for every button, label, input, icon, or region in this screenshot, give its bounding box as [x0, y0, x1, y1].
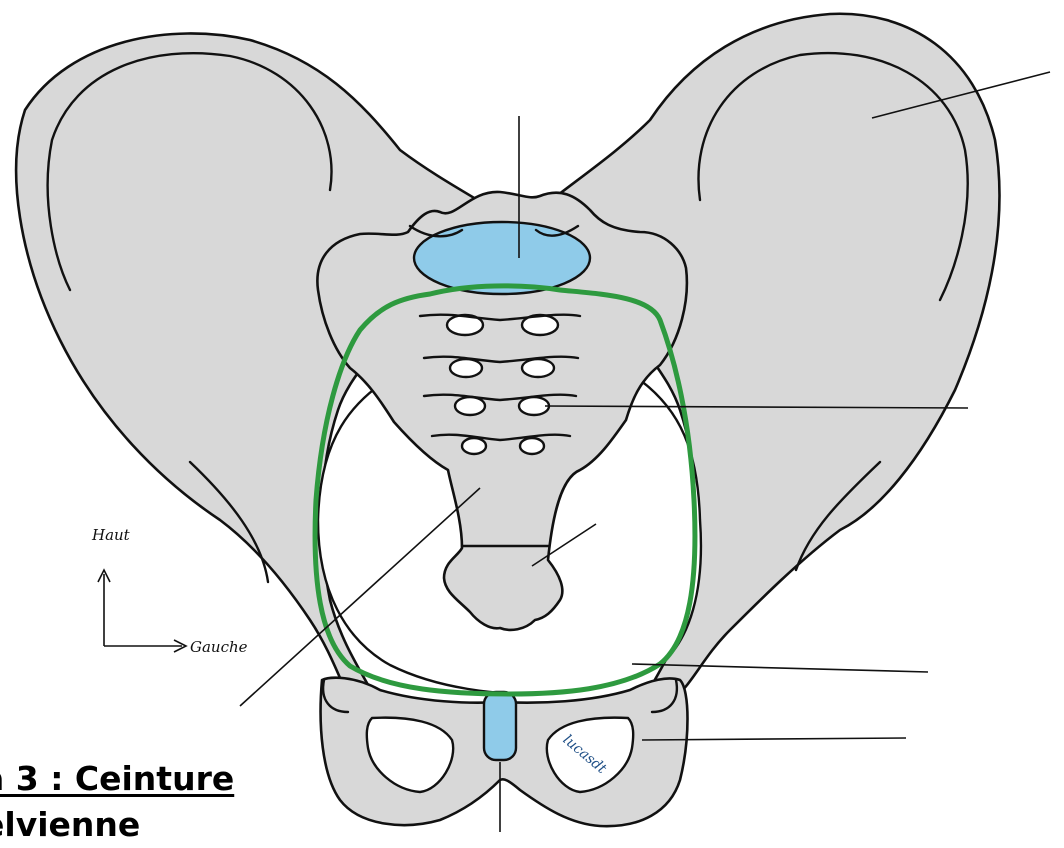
orientation-indicator: Haut Gauche [91, 526, 248, 656]
left-label: Gauche [190, 638, 248, 656]
pubic-symphysis [484, 692, 516, 760]
caption-line-1: a 3 : Ceinture [0, 756, 234, 802]
up-label: Haut [91, 526, 131, 544]
